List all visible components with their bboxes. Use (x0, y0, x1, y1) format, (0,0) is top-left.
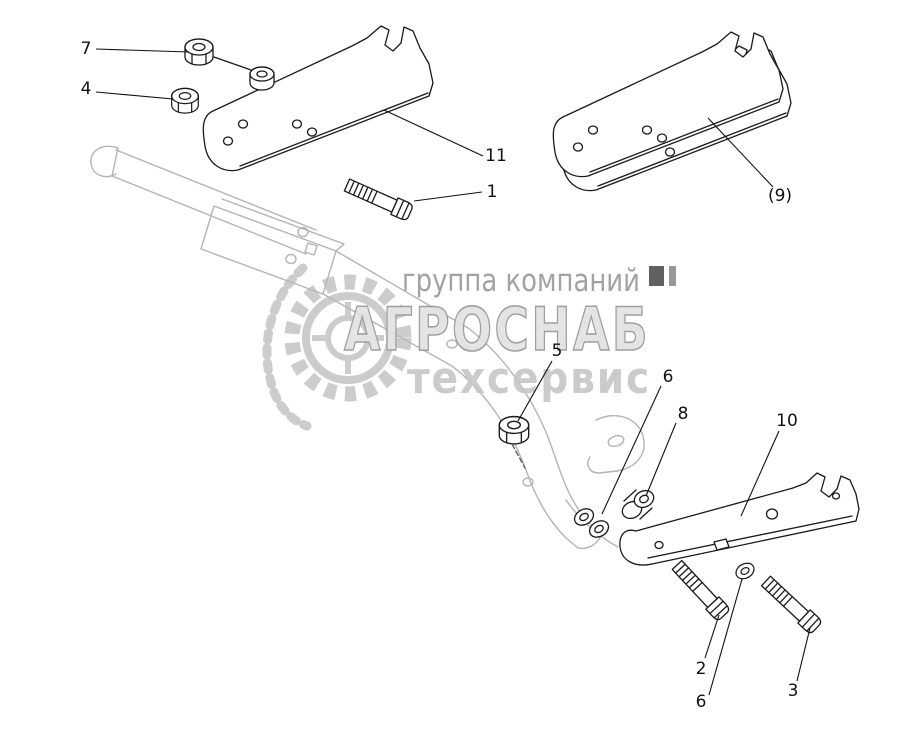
callouts: 7 4 11 1 (9) 5 6 8 (81, 39, 811, 712)
callout-5: 5 (517, 341, 563, 422)
hex-nut-7 (184, 38, 214, 66)
watermark-line3: техсервис (407, 353, 651, 404)
frame-curved-arm-outer (467, 327, 603, 535)
callout-4: 4 (81, 79, 174, 100)
leader-line-6-lower (708, 578, 743, 696)
hex-bolt-3 (759, 573, 824, 636)
frame-hook-end (90, 145, 119, 178)
callout-label-3: 3 (788, 681, 799, 701)
callout-label-6-lower: 6 (696, 692, 707, 712)
callout-7: 7 (81, 39, 190, 59)
leader-line-5 (517, 360, 553, 422)
frame-curl-bracket (587, 415, 645, 474)
callout-label-10: 10 (776, 411, 798, 431)
leader-line-6-upper (601, 385, 662, 515)
leader-line-9 (707, 117, 774, 188)
gear-icon (284, 274, 412, 402)
watermark-block-light (669, 266, 676, 286)
callout-label-6-upper: 6 (663, 367, 674, 387)
callout-label-2: 2 (696, 659, 707, 679)
callout-label-9: (9) (768, 186, 792, 206)
leader-line-1 (413, 191, 483, 202)
callout-10: 10 (740, 411, 798, 517)
frame-beam-top-edge (115, 149, 317, 231)
callout-6-lower: 6 (696, 578, 743, 712)
leader-line-10 (740, 430, 780, 517)
laurel-branch-icon (262, 263, 312, 431)
center-axis-line (511, 443, 526, 469)
hex-bolt-1 (342, 176, 415, 222)
leader-line-11 (383, 109, 484, 157)
frame-beam-bottom-edge (111, 175, 307, 255)
leader-line-3 (796, 627, 811, 682)
bracket-plate-11 (202, 25, 434, 172)
washer-pair-6 (570, 504, 613, 542)
callout-label-7: 7 (81, 39, 92, 59)
callout-label-1: 1 (487, 182, 498, 202)
bracket-plate-pair-9 (552, 31, 792, 192)
callout-9: (9) (707, 117, 792, 206)
callout-8: 8 (645, 404, 689, 497)
callout-1: 1 (413, 182, 498, 202)
watermark-block-dark (649, 266, 664, 286)
leader-line-4 (95, 91, 174, 100)
watermark-gear-emblem (262, 263, 412, 431)
callout-2: 2 (696, 614, 720, 679)
callout-label-5: 5 (552, 341, 563, 361)
callout-6-upper: 6 (601, 367, 674, 515)
callout-3: 3 (788, 627, 811, 701)
watermark: группа компаний АГРОСНАБ техсервис (262, 263, 676, 431)
spacer-bushing-7 (249, 66, 275, 91)
watermark-line2: АГРОСНАБ (344, 295, 650, 365)
callout-label-8: 8 (678, 404, 689, 424)
callout-11: 11 (383, 109, 507, 166)
callout-label-11: 11 (485, 146, 507, 166)
watermark-line1: группа компаний (402, 263, 640, 299)
spacer-bushing-8 (621, 489, 655, 520)
leader-line-2 (704, 614, 720, 659)
callout-label-4: 4 (81, 79, 92, 99)
hex-nut-4 (171, 87, 199, 114)
bracket-plate-10 (619, 472, 860, 566)
leader-line-8 (645, 422, 677, 497)
leader-line-7 (95, 48, 190, 53)
washer-6-lower (732, 559, 758, 583)
hex-nut-5 (498, 415, 530, 469)
key-slot (713, 538, 730, 551)
hex-bolt-2 (669, 558, 732, 623)
frame-curved-arm-inner (451, 365, 579, 549)
